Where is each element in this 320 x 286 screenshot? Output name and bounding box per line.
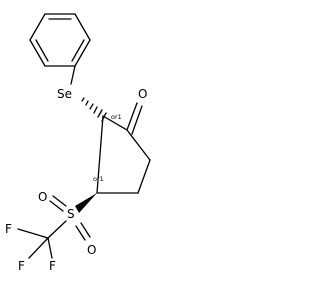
bond-c-f-bottom-left <box>28 237 49 259</box>
bond-c-f-left <box>17 228 49 239</box>
bold-wedge-c3-s <box>75 193 97 213</box>
bond-c-o-double <box>126 102 143 135</box>
atom-o-ketone: O <box>138 87 147 101</box>
chemical-structure: Se or1 O or1 S O O F <box>5 13 151 273</box>
atom-o-sulfonyl-bottom: O <box>87 243 96 257</box>
bond-s-o-top <box>49 195 67 212</box>
bond-s-cf3 <box>47 220 67 239</box>
cyclopentanone-ring <box>96 115 151 194</box>
atom-f-bottom-left: F <box>18 259 25 273</box>
atom-f-bottom-right: F <box>49 259 56 273</box>
bond-c-f-bottom-right <box>47 237 53 259</box>
atom-s: S <box>67 207 75 221</box>
bond-phenyl-se <box>70 65 76 85</box>
stereo-label-c3: or1 <box>93 175 104 183</box>
bond-s-o-bottom <box>75 222 91 241</box>
atom-o-sulfonyl-top: O <box>38 190 47 204</box>
atom-se: Se <box>57 87 72 101</box>
atom-f-left: F <box>5 222 12 236</box>
phenyl-ring <box>29 13 91 67</box>
stereo-label-c2: or1 <box>111 113 122 121</box>
